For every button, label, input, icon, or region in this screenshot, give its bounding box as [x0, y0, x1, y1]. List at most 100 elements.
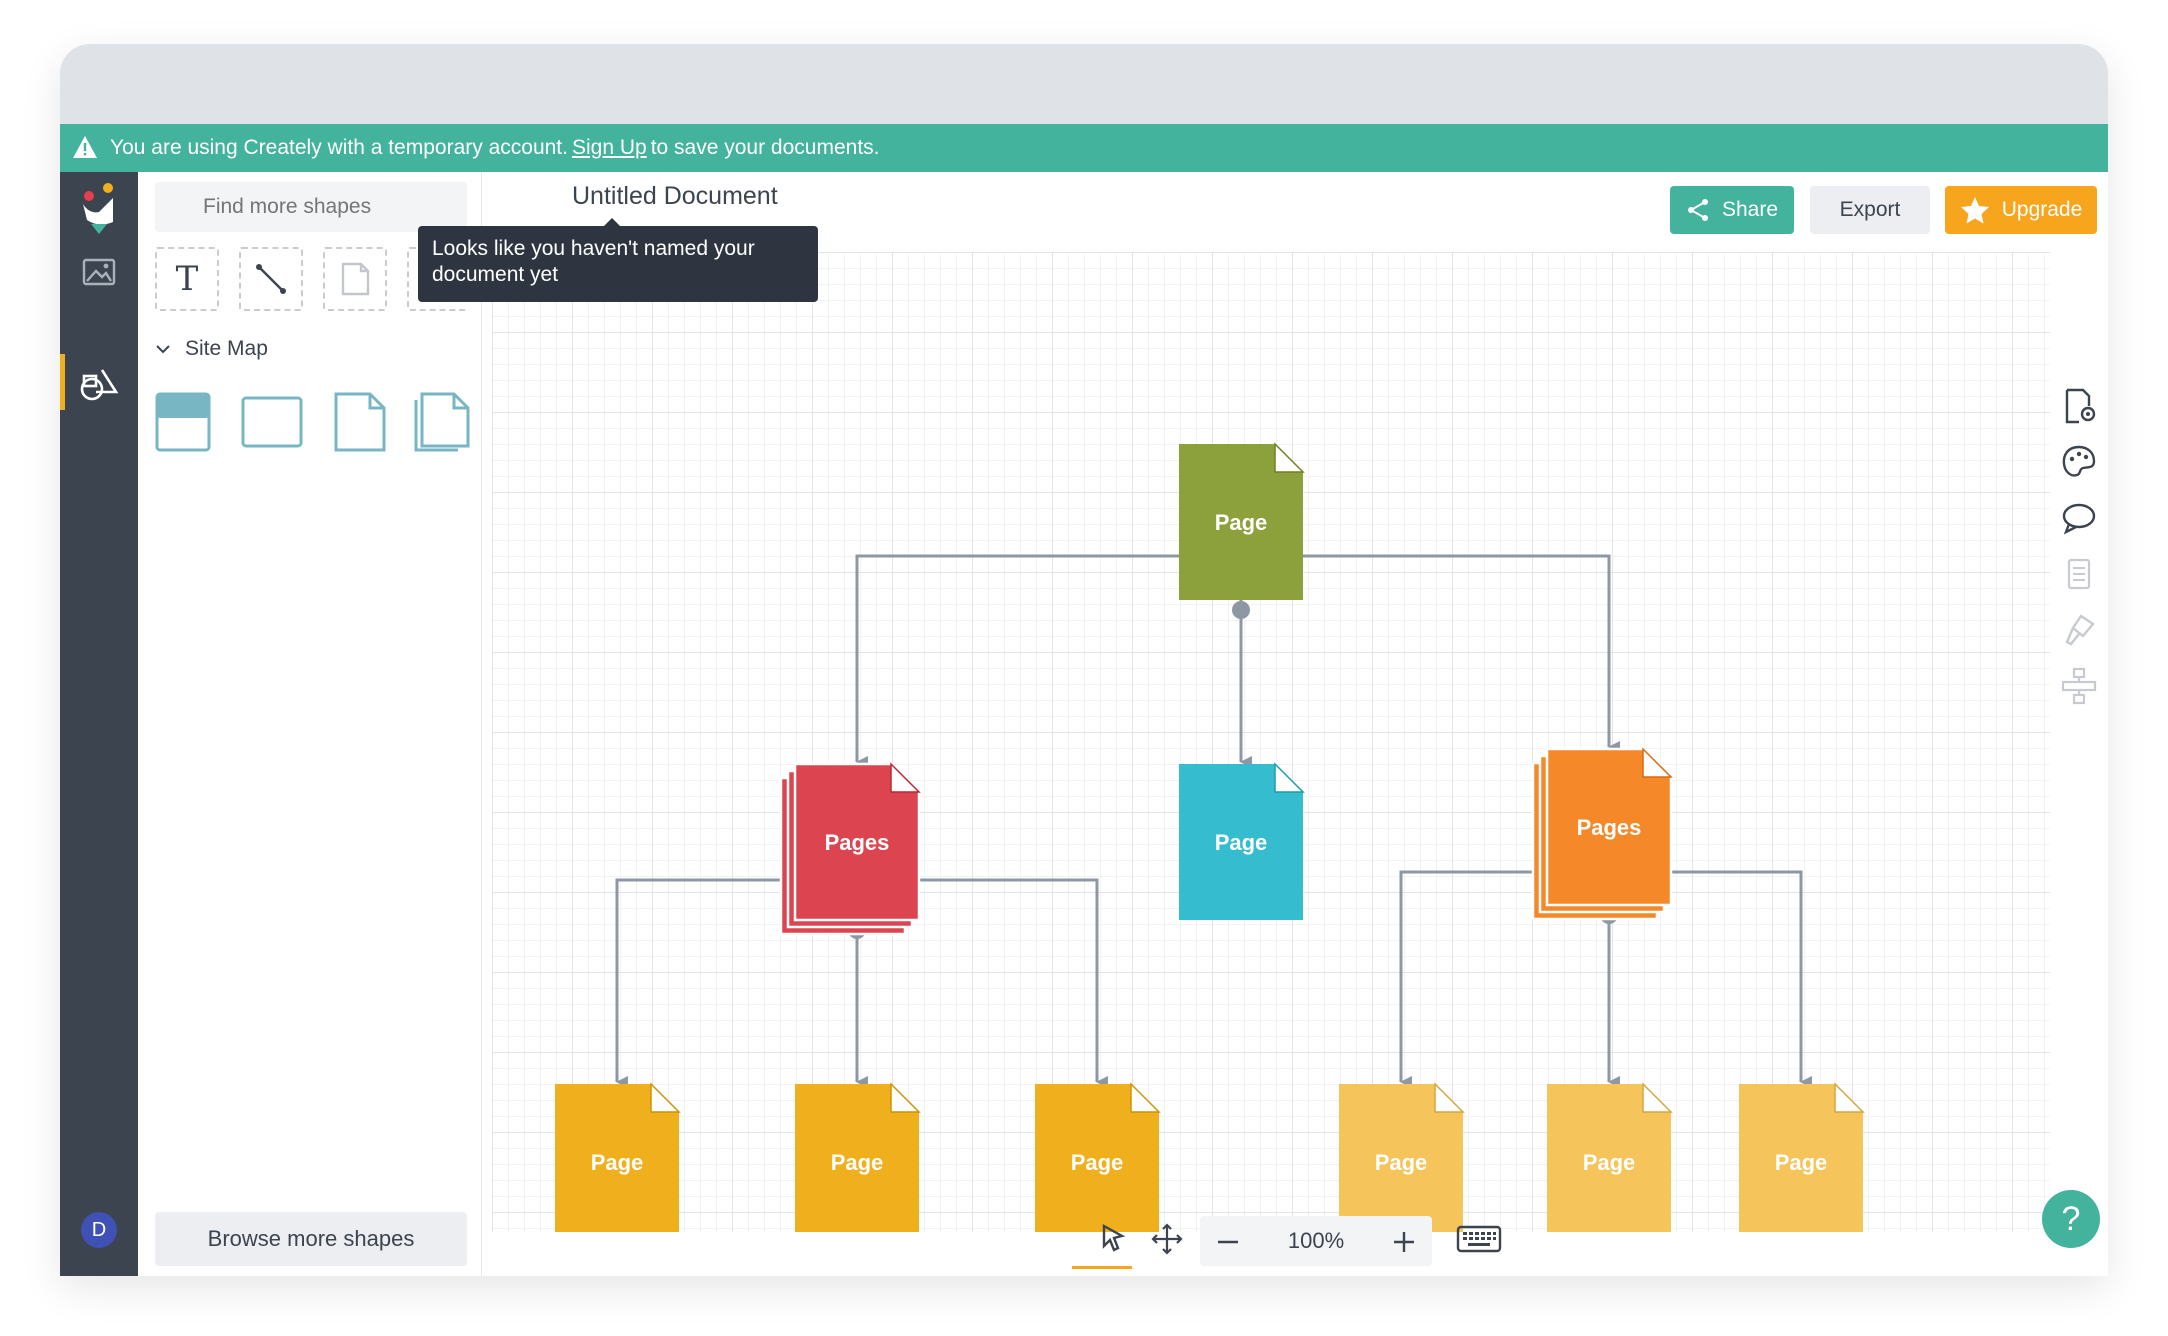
zoom-in-icon[interactable] — [1392, 1230, 1416, 1254]
editor: D T — [60, 172, 2108, 1276]
upgrade-button[interactable]: Upgrade — [1945, 186, 2097, 234]
page-node[interactable]: Pages — [1531, 747, 1673, 921]
upgrade-label: Upgrade — [2001, 198, 2083, 221]
connector-handle[interactable] — [1232, 601, 1250, 619]
page-fold — [890, 762, 921, 793]
text-tool-icon: T — [175, 259, 199, 299]
header-page-icon[interactable] — [155, 392, 211, 452]
page-label: Page — [591, 1150, 644, 1175]
page-fold — [1434, 1082, 1465, 1113]
page-node[interactable]: Page — [1179, 442, 1305, 600]
bottom-toolbar: 100% — [1068, 1212, 1608, 1272]
page-node[interactable]: Page — [1739, 1082, 1865, 1232]
page-label: Page — [831, 1150, 884, 1175]
page-node[interactable]: Page — [1339, 1082, 1465, 1232]
warning-icon — [73, 136, 97, 158]
page-tool-icon — [341, 262, 370, 296]
active-tab-indicator — [60, 354, 65, 410]
temporary-account-banner: You are using Creately with a temporary … — [60, 124, 2108, 172]
find-shapes-input[interactable] — [155, 182, 467, 232]
page-shape — [1547, 1084, 1671, 1232]
page-node[interactable]: Page — [1035, 1082, 1161, 1232]
share-button[interactable]: Share — [1670, 186, 1794, 234]
document-settings-icon[interactable] — [2059, 386, 2099, 426]
zoom-level[interactable]: 100% — [1287, 1228, 1345, 1253]
page-fold — [1642, 747, 1673, 778]
page-shape — [1179, 764, 1303, 920]
page-node[interactable]: Page — [1547, 1082, 1673, 1232]
page-shape — [1339, 1084, 1463, 1232]
page-icon[interactable] — [332, 392, 388, 452]
tooltip-text: Looks like you haven't named your docume… — [432, 237, 755, 286]
site-map-section-header[interactable]: Site Map — [155, 337, 268, 361]
help-button[interactable]: ? — [2042, 1190, 2100, 1248]
active-tool-indicator — [1072, 1266, 1132, 1269]
page-shape — [1035, 1084, 1159, 1232]
star-icon — [1960, 197, 1989, 224]
zoom-controls: 100% — [1200, 1216, 1432, 1266]
page-fold — [1130, 1082, 1161, 1113]
page-fold — [1642, 1082, 1673, 1113]
brush-icon[interactable] — [2059, 610, 2099, 650]
right-panel — [2050, 252, 2108, 1276]
keyboard-icon[interactable] — [1456, 1224, 1502, 1254]
pointer-icon[interactable] — [1092, 1222, 1132, 1256]
user-avatar[interactable]: D — [81, 1212, 117, 1248]
banner-text: You are using Creately with a temporary … — [110, 136, 568, 159]
export-button[interactable]: Export — [1810, 186, 1930, 234]
page-label: Page — [1215, 830, 1268, 855]
page-node[interactable]: Page — [795, 1082, 921, 1232]
browse-shapes-button[interactable]: Browse more shapes — [155, 1212, 467, 1266]
unnamed-document-tooltip: Looks like you haven't named your docume… — [418, 218, 818, 302]
page-shape — [795, 1084, 919, 1232]
page-label: Pages — [1577, 815, 1642, 840]
pan-icon[interactable] — [1150, 1222, 1184, 1256]
page-shape — [555, 1084, 679, 1232]
comment-icon[interactable] — [2059, 498, 2099, 538]
text-tool-button[interactable]: T — [155, 247, 219, 311]
page-fold — [650, 1082, 681, 1113]
page-node[interactable]: Pages — [779, 762, 921, 936]
page-label: Page — [1583, 1150, 1636, 1175]
banner-text-after: to save your documents. — [650, 136, 880, 159]
page-fold — [890, 1082, 921, 1113]
page-fold — [1834, 1082, 1865, 1113]
app-window: You are using Creately with a temporary … — [60, 44, 2108, 1276]
shapes-panel: T Site Map — [138, 172, 482, 1276]
share-label: Share — [1721, 198, 1779, 221]
page-shape — [1545, 747, 1673, 907]
hierarchy-icon[interactable] — [2059, 666, 2099, 706]
sign-up-link[interactable]: Sign Up — [571, 136, 647, 159]
page-node[interactable]: Page — [555, 1082, 681, 1232]
page-shape — [1739, 1084, 1863, 1232]
page-node[interactable]: Page — [1179, 762, 1305, 920]
share-icon — [1687, 199, 1708, 221]
page-label: Pages — [825, 830, 890, 855]
stacked-page-icon[interactable] — [414, 392, 470, 452]
page-label: Page — [1775, 1150, 1828, 1175]
page-fold — [1274, 442, 1305, 473]
connector-tool-icon — [256, 264, 286, 294]
page-shape — [1179, 444, 1303, 600]
connector-tool-button[interactable] — [239, 247, 303, 311]
shapes-icon[interactable] — [79, 364, 119, 404]
page-fold — [1274, 762, 1305, 793]
page-tool-button[interactable] — [323, 247, 387, 311]
section-title: Site Map — [185, 337, 268, 360]
creately-logo-icon[interactable] — [79, 182, 119, 238]
window-icon[interactable] — [241, 392, 303, 452]
page-label: Page — [1375, 1150, 1428, 1175]
page-label: Page — [1215, 510, 1268, 535]
notes-icon[interactable] — [2059, 554, 2099, 594]
page-shape — [793, 762, 921, 922]
zoom-out-icon[interactable] — [1216, 1230, 1240, 1254]
palette-icon[interactable] — [2059, 442, 2099, 482]
document-title[interactable]: Untitled Document — [572, 182, 778, 210]
page-label: Page — [1071, 1150, 1124, 1175]
chevron-down-icon — [156, 345, 170, 354]
left-sidebar: D — [60, 172, 138, 1276]
image-icon[interactable] — [79, 252, 119, 292]
